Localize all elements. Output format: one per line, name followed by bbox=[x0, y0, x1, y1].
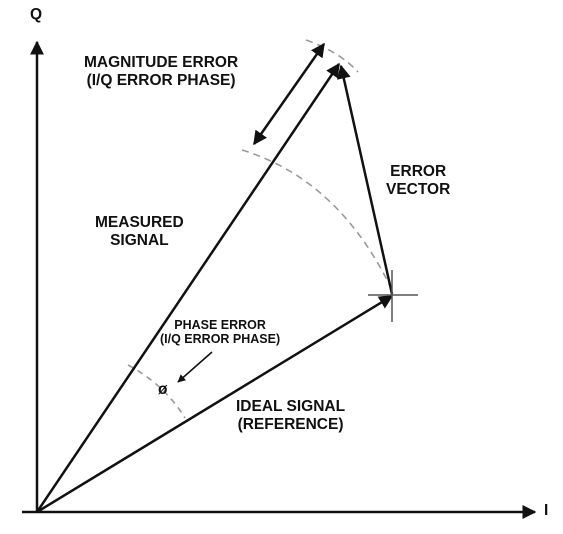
phase-error-label: PHASE ERROR (I/Q ERROR PHASE) bbox=[160, 318, 280, 347]
measured-signal-line-2: SIGNAL bbox=[110, 231, 169, 249]
phase-arc bbox=[127, 364, 186, 419]
phase-error-line-1: PHASE ERROR bbox=[174, 318, 266, 332]
error-vector-line-1: ERROR bbox=[390, 163, 447, 180]
measured-signal-line-1: MEASURED bbox=[95, 214, 184, 231]
error-vector-label: ERROR VECTOR bbox=[386, 163, 450, 199]
error-vector-line-2: VECTOR bbox=[386, 180, 451, 198]
ideal-signal-line-2: (REFERENCE) bbox=[237, 415, 344, 433]
magnitude-arc-top bbox=[305, 39, 359, 73]
magnitude-error-line-1: MAGNITUDE ERROR bbox=[84, 54, 239, 71]
magnitude-error-label: MAGNITUDE ERROR (I/Q ERROR PHASE) bbox=[84, 54, 238, 90]
magnitude-error-arrow bbox=[252, 42, 326, 146]
measured-signal-vector bbox=[35, 62, 341, 513]
phase-angle-symbol: ø bbox=[158, 381, 168, 398]
measured-signal-label: MEASURED SIGNAL bbox=[95, 214, 184, 250]
magnitude-error-line-2: (I/Q ERROR PHASE) bbox=[86, 71, 236, 89]
phase-error-pointer bbox=[177, 351, 213, 383]
phase-error-line-2: (I/Q ERROR PHASE) bbox=[160, 332, 281, 347]
error-vector bbox=[336, 64, 394, 295]
ideal-signal-line-1: IDEAL SIGNAL bbox=[236, 398, 346, 415]
magnitude-arc bbox=[241, 149, 394, 293]
ideal-signal-vector bbox=[36, 294, 394, 514]
i-axis-label: I bbox=[544, 502, 549, 519]
q-axis-label: Q bbox=[30, 6, 43, 23]
ideal-signal-label: IDEAL SIGNAL (REFERENCE) bbox=[236, 398, 345, 434]
